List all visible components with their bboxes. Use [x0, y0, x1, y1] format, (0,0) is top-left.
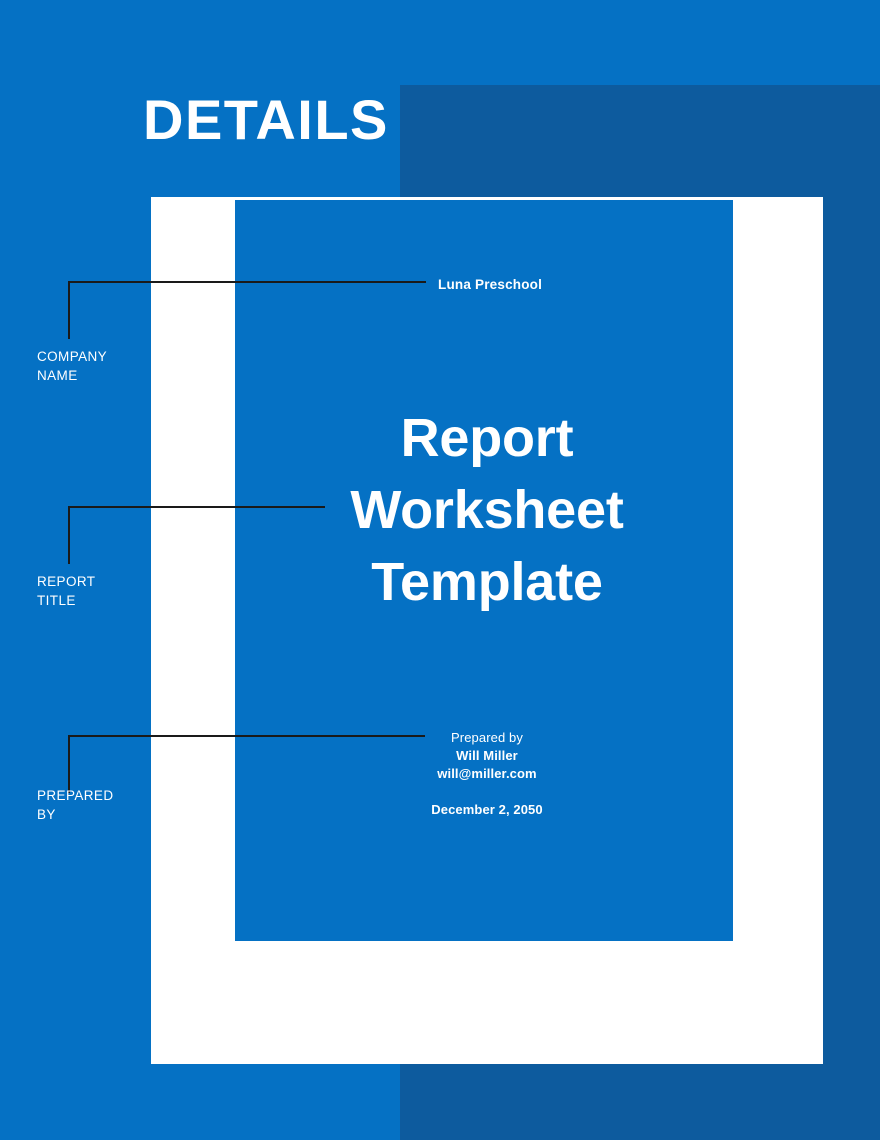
- document-inner-blue-panel: [235, 200, 733, 941]
- document-title-line-3: Template: [371, 552, 603, 612]
- leader-vertical-segment: [68, 735, 70, 793]
- document-title: Report Worksheet Template: [253, 402, 721, 618]
- field-label-company-name: COMPANY NAME: [37, 349, 108, 383]
- prepared-by-email: will@miller.com: [437, 766, 537, 781]
- leader-horizontal-segment: [68, 281, 426, 283]
- leader-horizontal-segment: [68, 735, 425, 737]
- leader-horizontal-segment: [68, 506, 325, 508]
- field-label-prepared-by: PREPARED BY: [37, 788, 114, 822]
- prepared-by-date: December 2, 2050: [431, 802, 543, 817]
- prepared-by-name: Will Miller: [456, 748, 518, 763]
- leader-vertical-segment: [68, 281, 70, 339]
- field-label-report-title: REPORT TITLE: [37, 574, 96, 608]
- leader-vertical-segment: [68, 506, 70, 564]
- document-title-line-1: Report: [400, 408, 574, 468]
- page-title: DETAILS: [143, 88, 389, 151]
- prepared-by-caption: Prepared by: [451, 730, 523, 745]
- document-title-line-2: Worksheet: [350, 480, 624, 540]
- company-name-value: Luna Preschool: [438, 277, 543, 292]
- prepared-by-block: Prepared by Will Miller will@miller.com …: [253, 729, 721, 819]
